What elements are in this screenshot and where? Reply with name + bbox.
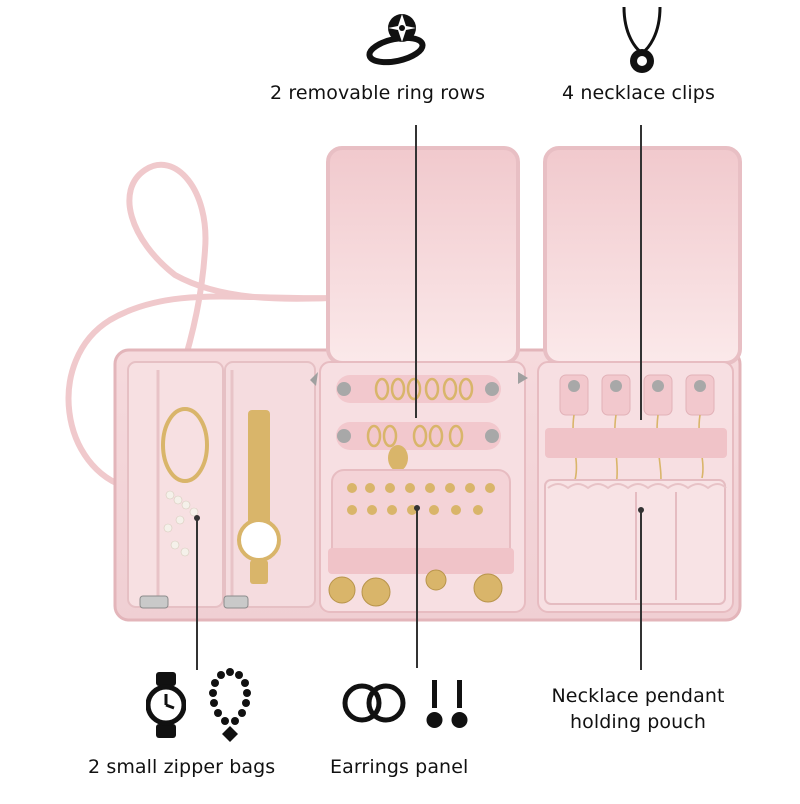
center-flap — [326, 146, 520, 365]
stud-earrings-icon — [426, 680, 468, 728]
necklace-pendant-icon — [622, 6, 662, 73]
necklace-clips — [559, 374, 715, 416]
right-flap — [543, 146, 742, 365]
ring-row-1 — [336, 375, 501, 403]
coin-earrings — [328, 569, 503, 607]
zipper-bags-label: 2 small zipper bags — [88, 756, 276, 778]
ring-rows-label: 2 removable ring rows — [270, 82, 486, 104]
earring-studs — [347, 483, 495, 515]
pearl-bracelet — [163, 490, 199, 557]
wristwatch-icon — [146, 672, 186, 738]
pointer-lines — [196, 125, 642, 670]
necklace-clips-label: 4 necklace clips — [562, 82, 715, 104]
bangle — [161, 407, 209, 483]
ring-icon — [366, 14, 426, 66]
watch — [237, 410, 281, 584]
bead-bracelet-icon — [209, 668, 251, 742]
earrings-panel-label: Earrings panel — [330, 756, 469, 778]
hoop-earrings-icon — [342, 683, 406, 723]
pendant-pouch-label-line1: Necklace pendant — [551, 685, 725, 707]
pendant-pouch-label-line2: holding pouch — [570, 711, 706, 733]
zipper-bag-left — [127, 361, 224, 608]
ring-row-2 — [336, 422, 501, 471]
